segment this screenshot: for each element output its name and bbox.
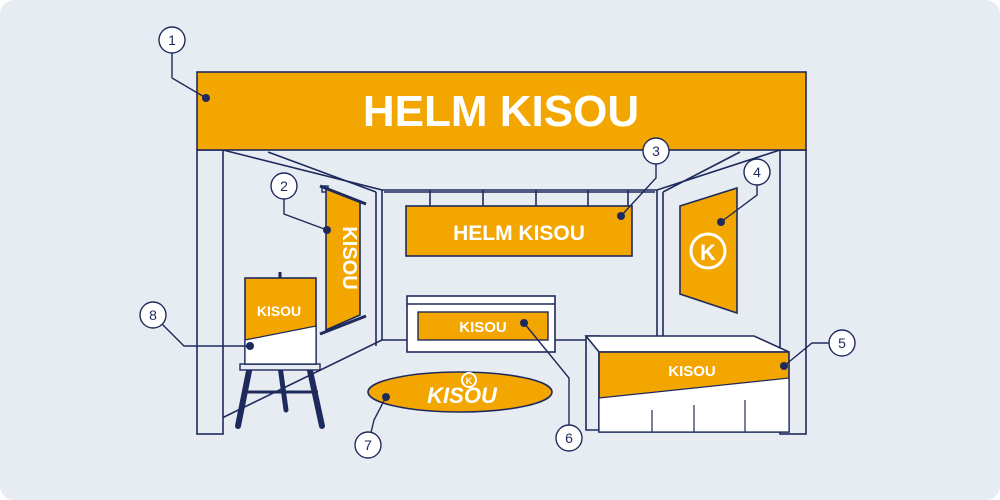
- callout-5-label: 5: [838, 335, 846, 351]
- easel-sign-text: KISOU: [257, 303, 301, 319]
- wall-logo-letter: K: [700, 240, 716, 265]
- callout-6: 6: [555, 424, 583, 452]
- vertical-banner: KISOU: [319, 184, 367, 336]
- floor-mat: K KISOU: [367, 371, 553, 413]
- floor-mat-text: KISOU: [427, 383, 498, 408]
- callout-8: 8: [139, 301, 167, 329]
- easel-sign: KISOU: [235, 272, 325, 429]
- callout-6-label: 6: [565, 430, 573, 446]
- left-post: [196, 149, 224, 435]
- callout-dots: [202, 94, 788, 401]
- floor-mat-letter: K: [466, 376, 473, 386]
- callout-4: 4: [743, 158, 771, 186]
- callout-7: 7: [354, 431, 382, 459]
- callout-2-label: 2: [280, 178, 288, 194]
- callout-3-label: 3: [652, 143, 660, 159]
- callout-8-label: 8: [149, 307, 157, 323]
- hanging-banner-text: HELM KISOU: [453, 222, 585, 245]
- k-logo-icon: [689, 232, 727, 270]
- callout-7-label: 7: [364, 437, 372, 453]
- header-banner: [196, 71, 807, 151]
- reception-counter: KISOU: [406, 295, 556, 353]
- callout-5: 5: [828, 329, 856, 357]
- booth-structure: [221, 149, 781, 419]
- wall-logo-panel: K: [679, 186, 738, 315]
- callout-1: 1: [158, 26, 186, 54]
- callout-1-label: 1: [168, 32, 176, 48]
- header-banner-text: HELM KISOU: [363, 87, 639, 136]
- callout-3: 3: [642, 137, 670, 165]
- hanging-banner: [405, 205, 633, 257]
- callout-4-label: 4: [753, 164, 761, 180]
- vertical-banner-text: KISOU: [338, 226, 360, 289]
- k-logo-small-icon: [461, 372, 477, 388]
- table-text: KISOU: [668, 363, 716, 380]
- counter-text: KISOU: [459, 319, 507, 336]
- callout-2: 2: [270, 172, 298, 200]
- display-table: KISOU: [584, 335, 790, 433]
